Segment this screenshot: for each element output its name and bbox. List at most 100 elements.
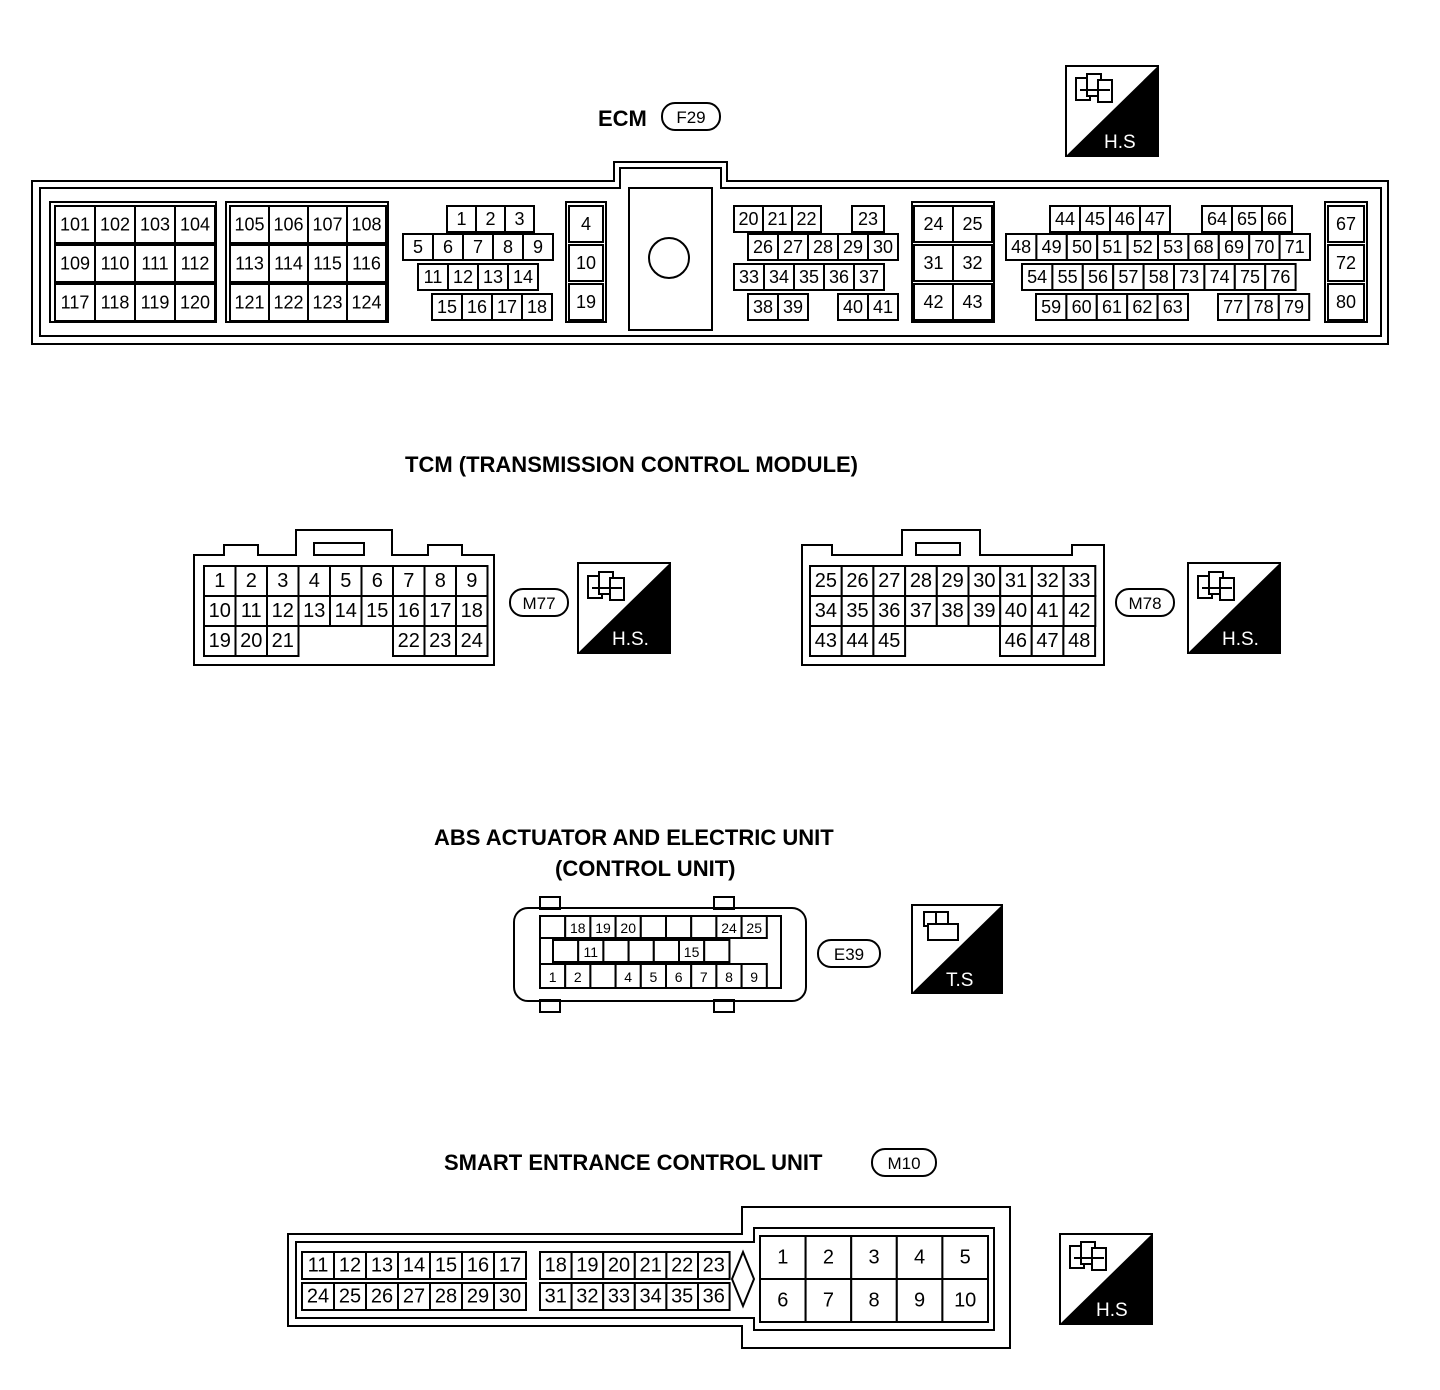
pin-cell: 1 [203, 565, 237, 597]
pin-label: 19 [576, 1255, 598, 1277]
pin-cell [639, 915, 667, 939]
pin-cell: 6 [759, 1278, 807, 1323]
pin-label: 2 [246, 570, 257, 592]
pin-label: 34 [639, 1286, 661, 1308]
pin-box [935, 595, 970, 627]
pin-box [837, 293, 869, 321]
pin-label: 15 [437, 297, 457, 317]
pin-box [54, 205, 96, 244]
pin-label: 109 [60, 254, 90, 274]
pin-box [346, 244, 387, 283]
pin-label: 43 [962, 292, 982, 312]
pin-label: 13 [483, 267, 503, 287]
pin-cell: 6 [665, 963, 693, 989]
pin-box [521, 293, 553, 321]
pin-label: 32 [576, 1286, 598, 1308]
pin-cell: 22 [791, 205, 822, 233]
pin-cell: 122 [268, 283, 309, 322]
pin-box [851, 205, 885, 233]
ecm-title: ECM [598, 106, 647, 131]
pin-box [967, 595, 1002, 627]
pin-cell: 76 [1264, 263, 1297, 291]
abs-pin-frame [539, 915, 782, 989]
pin-cell: 109 [54, 244, 96, 283]
pin-cell: 17 [423, 595, 457, 627]
pin-box [462, 233, 494, 261]
pin-label: 36 [703, 1286, 725, 1308]
pin-cell: 23 [851, 205, 885, 233]
pin-box [1049, 205, 1081, 233]
pin-cell: 13 [297, 595, 331, 627]
pin-label: 18 [570, 920, 586, 936]
pin-label: 1 [549, 969, 557, 985]
ecm-code-label: F29 [676, 108, 705, 127]
pin-cell: 7 [690, 963, 718, 989]
pin-label: 17 [499, 1255, 521, 1277]
pin-cell: 66 [1261, 205, 1293, 233]
pin-label: 29 [467, 1286, 489, 1308]
pin-cell: 28 [904, 565, 938, 597]
pin-box [365, 1282, 399, 1311]
abs-title-line2: (CONTROL UNIT) [555, 856, 735, 881]
pin-cell: 60 [1065, 293, 1098, 321]
pin-label: 35 [846, 600, 868, 622]
pin-label: 18 [527, 297, 547, 317]
pin-cell: 121 [229, 283, 270, 322]
pin-cell: 15 [429, 1251, 463, 1280]
pin-label: 5 [650, 969, 658, 985]
pin-cell: 7 [804, 1278, 853, 1323]
pin-cell: 45 [872, 625, 907, 657]
pin-label: 13 [371, 1255, 393, 1277]
pin-box [522, 233, 554, 261]
pin-label: 40 [1005, 600, 1027, 622]
pin-label: 15 [366, 600, 388, 622]
pin-label: 11 [241, 600, 262, 622]
pin-label: 4 [624, 969, 632, 985]
pin-cell: 33 [1062, 565, 1097, 597]
pin-label: 54 [1027, 267, 1047, 287]
tcm-left-hs-label: H.S. [612, 629, 649, 650]
pin-label: 108 [351, 215, 381, 235]
pin-label: 42 [923, 292, 943, 312]
pin-cell: 30 [967, 565, 1002, 597]
pin-label: 14 [403, 1255, 425, 1277]
pin-label: 41 [1037, 600, 1059, 622]
pin-cell: 27 [397, 1282, 431, 1311]
pin-label: 23 [703, 1255, 725, 1277]
pin-box [174, 244, 216, 283]
pin-label: 21 [639, 1255, 661, 1277]
pin-cell: 37 [853, 263, 885, 291]
pin-cell: 123 [307, 283, 348, 322]
pin-label: 106 [273, 215, 303, 235]
tcm-title: TCM (TRANSMISSION CONTROL MODULE) [405, 452, 858, 477]
pin-box [793, 263, 825, 291]
pin-label: 33 [608, 1286, 630, 1308]
pin-cell: 75 [1233, 263, 1267, 291]
pin-cell: 124 [346, 283, 387, 322]
pin-label: 16 [467, 1255, 489, 1277]
pin-box [203, 565, 237, 597]
pin-box [1327, 244, 1365, 282]
pin-cell: 49 [1035, 233, 1068, 261]
pin-cell: 3 [850, 1235, 898, 1280]
pin-box [733, 205, 764, 233]
pin-cell: 106 [268, 205, 309, 244]
pin-box [639, 915, 667, 939]
pin-box [652, 939, 680, 963]
pin-cell: 23 [423, 625, 457, 657]
pin-box [423, 625, 457, 657]
pin-label: 40 [843, 297, 863, 317]
pin-cell: 15 [431, 293, 463, 321]
pin-cell: 27 [872, 565, 907, 597]
pin-cell: 26 [840, 565, 875, 597]
pin-label: 20 [240, 630, 262, 652]
pin-cell [627, 939, 655, 963]
pin-label: 20 [608, 1255, 630, 1277]
pin-label: 23 [429, 630, 451, 652]
pin-cell: 25 [952, 205, 993, 243]
pin-label: 9 [466, 570, 477, 592]
pin-box [1062, 625, 1097, 657]
